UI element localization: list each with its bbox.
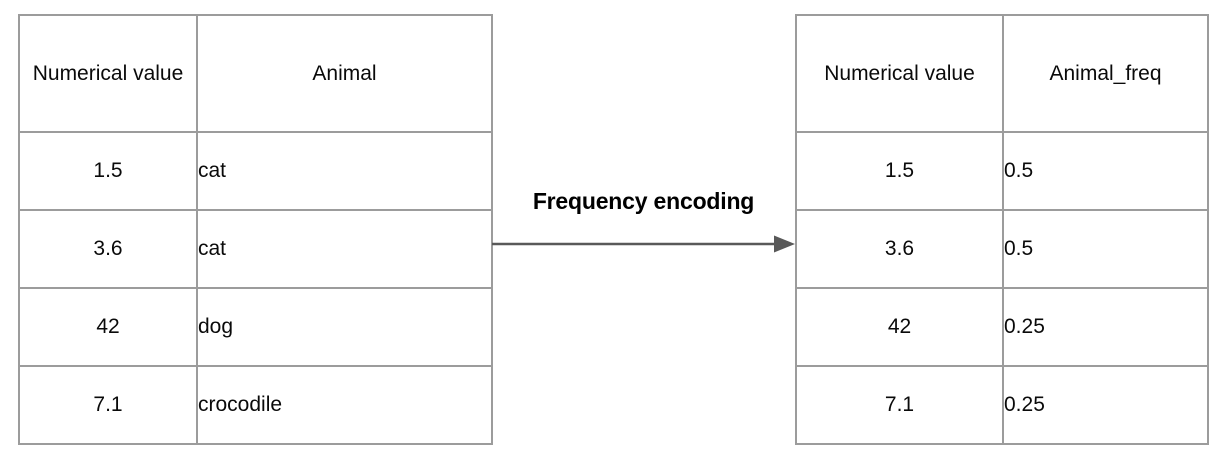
transform-label: Frequency encoding <box>532 188 755 214</box>
table-row: 7.1 0.25 <box>795 365 1209 445</box>
source-table: Numerical value Animal 1.5 cat 3.6 cat 4… <box>18 14 493 445</box>
table-header-row: Numerical value Animal_freq <box>795 14 1209 133</box>
source-cell-animal: dog <box>196 287 493 367</box>
result-cell-value: 42 <box>795 287 1004 367</box>
source-header-animal: Animal <box>196 14 493 133</box>
table-row: 1.5 0.5 <box>795 131 1209 211</box>
table-row: 42 dog <box>18 287 493 367</box>
source-cell-value: 3.6 <box>18 209 198 289</box>
result-cell-value: 7.1 <box>795 365 1004 445</box>
result-cell-freq: 0.5 <box>1002 131 1209 211</box>
result-cell-freq: 0.25 <box>1002 287 1209 367</box>
result-table: Numerical value Animal_freq 1.5 0.5 3.6 … <box>795 14 1209 445</box>
result-cell-freq: 0.25 <box>1002 365 1209 445</box>
source-cell-animal: cat <box>196 209 493 289</box>
arrow-right-icon <box>492 235 795 253</box>
source-cell-value: 42 <box>18 287 198 367</box>
source-cell-animal: crocodile <box>196 365 493 445</box>
table-row: 3.6 0.5 <box>795 209 1209 289</box>
result-header-animal-freq: Animal_freq <box>1002 14 1209 133</box>
table-header-row: Numerical value Animal <box>18 14 493 133</box>
result-header-numerical-value: Numerical value <box>795 14 1004 133</box>
table-row: 3.6 cat <box>18 209 493 289</box>
result-cell-freq: 0.5 <box>1002 209 1209 289</box>
source-cell-value: 7.1 <box>18 365 198 445</box>
result-cell-value: 1.5 <box>795 131 1004 211</box>
source-cell-animal: cat <box>196 131 493 211</box>
source-cell-value: 1.5 <box>18 131 198 211</box>
source-header-numerical-value: Numerical value <box>18 14 198 133</box>
table-row: 42 0.25 <box>795 287 1209 367</box>
table-row: 1.5 cat <box>18 131 493 211</box>
transform-group: Frequency encoding <box>491 188 796 260</box>
table-row: 7.1 crocodile <box>18 365 493 445</box>
result-cell-value: 3.6 <box>795 209 1004 289</box>
